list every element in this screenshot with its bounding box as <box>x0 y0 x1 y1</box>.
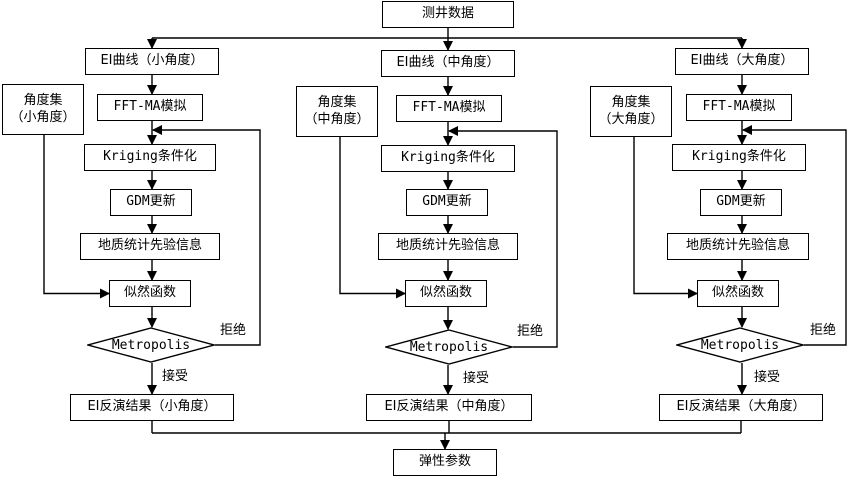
ei-curve-box: EI曲线（小角度） <box>85 48 219 75</box>
elastic-params-box: 弹性参数 <box>393 449 497 476</box>
accept-label: 接受 <box>463 371 490 386</box>
kriging-box: Kriging条件化 <box>84 144 216 171</box>
fft-ma-box: FFT-MA模拟 <box>97 94 203 121</box>
accept-label: 接受 <box>754 370 781 385</box>
ei-curve-box: EI曲线（大角度） <box>675 48 809 75</box>
likelihood-box: 似然函数 <box>405 280 487 307</box>
angle-set-box: 角度集（大角度） <box>590 86 672 137</box>
geostat-prior-box: 地质统计先验信息 <box>667 233 809 260</box>
flow-arrow <box>742 125 847 346</box>
kriging-box: Kriging条件化 <box>381 145 515 172</box>
flow-arrow <box>633 137 698 299</box>
gdm-update-box: GDM更新 <box>700 189 782 216</box>
likelihood-box: 似然函数 <box>697 280 779 307</box>
ei-curve-box: EI曲线（中角度） <box>381 50 515 77</box>
metropolis-decision: Metropolis <box>676 327 804 363</box>
kriging-box: Kriging条件化 <box>672 144 806 171</box>
reject-label: 拒绝 <box>220 323 247 338</box>
flow-arrow <box>152 125 261 346</box>
reject-label: 拒绝 <box>810 323 837 338</box>
flow-arrow <box>448 126 558 348</box>
gdm-update-box: GDM更新 <box>110 189 192 216</box>
geostat-prior-box: 地质统计先验信息 <box>378 233 518 260</box>
flow-arrow <box>339 137 406 299</box>
fft-ma-box: FFT-MA模拟 <box>396 95 502 122</box>
well-data-box: 测井数据 <box>382 1 514 28</box>
gdm-update-box: GDM更新 <box>406 189 488 216</box>
ei-result-box: EI反演结果（小角度） <box>70 394 234 421</box>
flow-arrow <box>43 135 110 299</box>
fft-ma-box: FFT-MA模拟 <box>686 94 792 121</box>
angle-set-box: 角度集（中角度） <box>296 86 378 137</box>
ei-result-box: EI反演结果（大角度） <box>659 394 823 421</box>
ei-result-box: EI反演结果（中角度） <box>366 394 532 421</box>
reject-label: 拒绝 <box>517 324 544 339</box>
metropolis-decision: Metropolis <box>385 329 513 365</box>
metropolis-decision: Metropolis <box>87 327 215 363</box>
geostat-prior-box: 地质统计先验信息 <box>80 233 220 260</box>
accept-label: 接受 <box>162 369 189 384</box>
angle-set-box: 角度集（小角度） <box>2 84 84 135</box>
likelihood-box: 似然函数 <box>109 280 191 307</box>
